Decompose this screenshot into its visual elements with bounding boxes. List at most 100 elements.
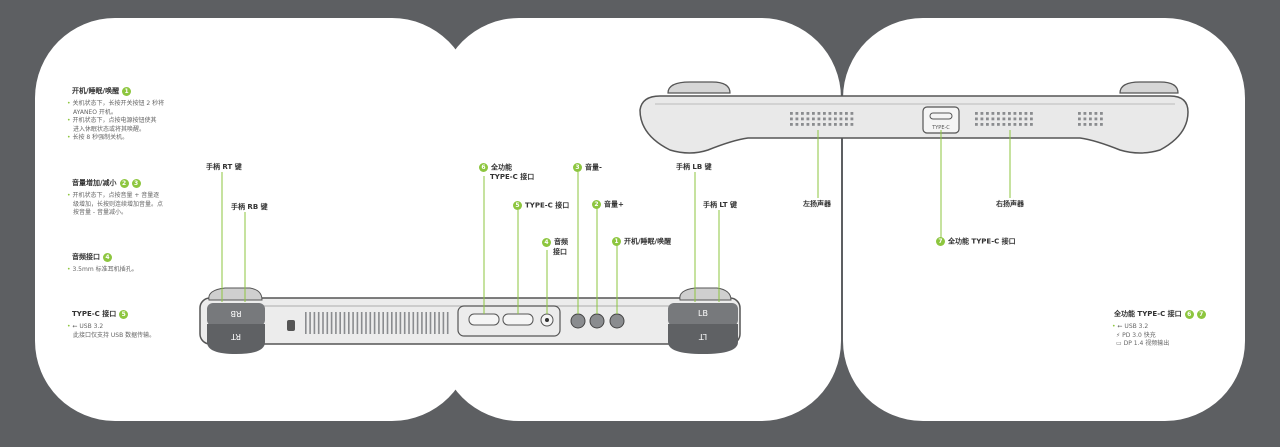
- speaker-hole: [1094, 112, 1098, 115]
- speaker-hole: [1083, 117, 1087, 121]
- vent-slot: [335, 312, 337, 334]
- rt-trigger: [207, 324, 265, 354]
- rt-label: RT: [231, 332, 241, 341]
- lb-button: [668, 303, 738, 326]
- left-vents: [305, 312, 449, 334]
- speaker-hole: [1013, 112, 1017, 115]
- vent-slot: [356, 312, 359, 334]
- vent-slot: [399, 312, 402, 334]
- speaker-hole: [839, 112, 843, 115]
- speaker-hole: [806, 117, 810, 121]
- speaker-hole: [1008, 123, 1011, 126]
- speaker-hole: [1008, 117, 1011, 121]
- speaker-hole: [828, 112, 832, 115]
- vent-slot: [438, 312, 440, 334]
- speaker-hole: [980, 117, 984, 121]
- lt-callout: 手柄 LT 键: [703, 201, 737, 209]
- vent-slot: [446, 312, 449, 334]
- speaker-hole: [1089, 117, 1092, 121]
- rb-label: RB: [230, 309, 241, 318]
- speaker-hole: [1030, 117, 1033, 121]
- speaker-hole: [828, 117, 832, 121]
- console-bottom-edge-view: [639, 81, 1189, 154]
- speaker-hole: [801, 123, 804, 126]
- lt-trigger: [668, 324, 738, 354]
- vent-slot: [373, 312, 376, 334]
- speaker-hole: [1094, 117, 1098, 121]
- vent-slot: [416, 312, 419, 334]
- vent-slot: [429, 312, 432, 334]
- speaker-hole: [817, 112, 821, 115]
- speaker-hole: [817, 123, 821, 126]
- speaker-hole: [850, 123, 854, 126]
- vent-slot: [326, 312, 329, 334]
- full-typec-port: [468, 313, 500, 326]
- speaker-hole: [1100, 112, 1103, 115]
- typec-tag: TYPE-C: [931, 125, 950, 131]
- typec-port: [502, 313, 534, 326]
- vent-slot: [412, 312, 415, 334]
- speaker-hole: [845, 112, 848, 115]
- speaker-hole: [1008, 112, 1011, 115]
- vent-slot: [425, 312, 427, 334]
- vent-slot: [369, 312, 372, 334]
- vent-slot: [378, 312, 380, 334]
- speaker-hole: [975, 123, 978, 126]
- speaker-hole: [795, 112, 799, 115]
- speaker-hole: [986, 112, 989, 115]
- middle-info-panel: [439, 18, 841, 421]
- speaker-hole: [980, 123, 984, 126]
- power-description: 关机状态下，长按开关按钮 2 秒将 AYANEO 开机。 开机状态下，点按电源按…: [67, 100, 164, 143]
- lb-label: LB: [698, 309, 708, 318]
- speaker-hole: [1083, 123, 1087, 126]
- speaker-hole: [1078, 123, 1081, 126]
- speaker-hole: [795, 117, 799, 121]
- speaker-hole: [1024, 123, 1028, 126]
- speaker-hole: [834, 117, 837, 121]
- speaker-hole: [1083, 112, 1087, 115]
- speaker-hole: [986, 123, 989, 126]
- speaker-hole: [790, 123, 793, 126]
- vent-slot: [365, 312, 367, 334]
- speaker-hole: [845, 117, 848, 121]
- speaker-hole: [790, 117, 793, 121]
- vent-slot: [352, 312, 354, 334]
- rb-button: [207, 303, 265, 326]
- monitor-icon: ▭: [1116, 340, 1122, 347]
- speaker-hole: [795, 123, 799, 126]
- speaker-hole: [975, 117, 978, 121]
- speaker-hole: [790, 112, 793, 115]
- speaker-hole: [1024, 117, 1028, 121]
- speaker-hole: [839, 117, 843, 121]
- vent-slot: [386, 312, 389, 334]
- rt-callout: 手柄 RT 键: [206, 163, 242, 171]
- lt-label: LT: [699, 332, 707, 341]
- speaker-hole: [1089, 112, 1092, 115]
- right-speaker-grille: [1078, 112, 1103, 126]
- vent-slot: [395, 312, 397, 334]
- speaker-hole: [1013, 117, 1017, 121]
- speaker-hole: [806, 112, 810, 115]
- speaker-hole: [1002, 117, 1006, 121]
- speaker-hole: [850, 117, 854, 121]
- vent-slot: [313, 312, 316, 334]
- speaker-hole: [986, 117, 989, 121]
- speaker-hole: [1019, 117, 1022, 121]
- speaker-hole: [812, 112, 815, 115]
- speaker-hole: [1002, 112, 1006, 115]
- speaker-hole: [812, 117, 815, 121]
- vent-slot: [348, 312, 350, 334]
- speaker-hole: [834, 123, 837, 126]
- speaker-hole: [1002, 123, 1006, 126]
- vent-slot: [309, 312, 311, 334]
- usb-icon: ⇜: [72, 323, 80, 330]
- speaker-hole: [991, 117, 995, 121]
- volume-down-button: [570, 313, 586, 329]
- speaker-hole: [997, 123, 1000, 126]
- speaker-hole: [1100, 123, 1103, 126]
